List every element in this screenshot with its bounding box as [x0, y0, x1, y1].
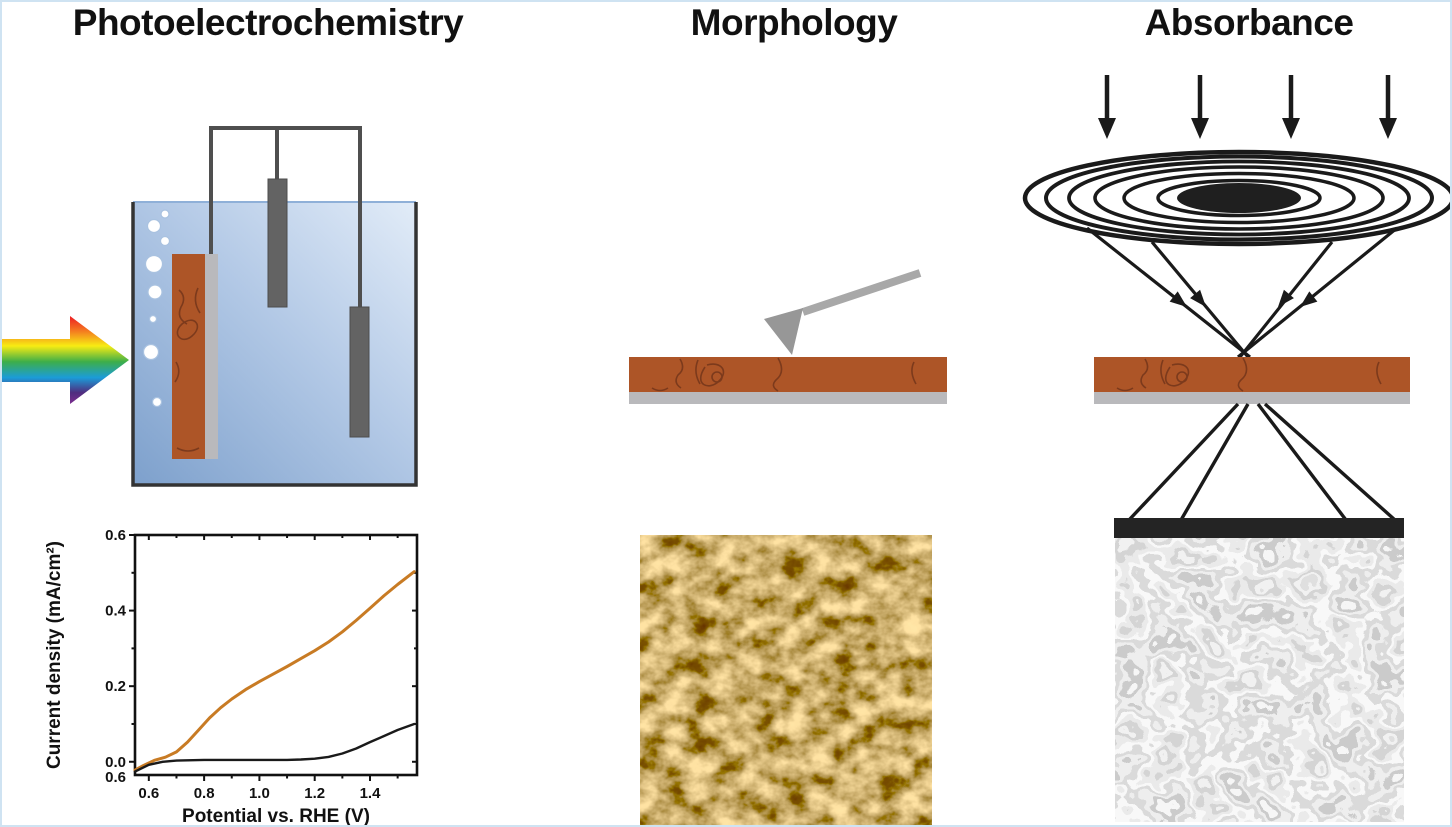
chart-frame: [133, 533, 419, 777]
series-0-curve: [133, 570, 416, 772]
afm-topography-image: [640, 535, 932, 825]
photoelectrode-film: [172, 254, 205, 459]
panel-title-absorbance: Absorbance: [1144, 2, 1354, 43]
afm-cantilever-arm: [801, 269, 922, 316]
y-tick-label: 0.0: [105, 754, 126, 771]
transmission-microscopy-image: [1115, 538, 1404, 822]
afm-tip: [764, 308, 803, 355]
substrate-layer: [1094, 392, 1410, 404]
detector-bar: [1114, 518, 1404, 538]
xray-absorbance-diagram: [1022, 75, 1450, 538]
beaker-walls: [131, 202, 418, 487]
x-tick-label: 1.0: [249, 785, 270, 802]
txm-image-texture: [1115, 538, 1404, 822]
corner-tick-label: 0.6: [105, 769, 126, 786]
afm-measurement-diagram: [629, 269, 947, 404]
current-voltage-chart: 0.6 0.8 1.0 1.2 1.4 0.0 0.2 0.4 0.6 0.6Potential …: [44, 527, 419, 827]
y-tick-label: 0.6: [105, 527, 126, 544]
counter-electrode: [349, 306, 370, 438]
film-grain-lines: [1116, 357, 1382, 392]
x-axis-label: Potential vs. RHE (V): [182, 806, 370, 827]
series-1-curve: [133, 722, 416, 773]
x-tick-label: 0.6: [138, 785, 159, 802]
gas-bubbles: [142, 209, 171, 408]
substrate-layer: [629, 392, 947, 404]
film-layer: [1094, 357, 1410, 392]
x-tick-label: 0.8: [194, 785, 215, 802]
zone-plate-lens-icon: [1022, 149, 1450, 247]
y-axis-label: Current density (mA/cm²): [44, 541, 65, 769]
reference-electrode: [267, 178, 288, 308]
sample-film-cross-section: [1094, 357, 1410, 404]
panel-title-photoelectrochemistry: Photoelectrochemistry: [72, 2, 464, 43]
photoelectrode-grain-lines: [174, 287, 201, 452]
sample-film-cross-section: [629, 357, 947, 404]
incident-beam-arrows: [1098, 75, 1397, 139]
rainbow-light-arrow-icon: [2, 316, 129, 404]
photoelectrode-substrate: [205, 254, 218, 459]
transmitted-rays: [1127, 402, 1397, 522]
x-tick-label: 1.2: [304, 785, 325, 802]
y-tick-label: 0.2: [105, 678, 126, 695]
afm-image-texture: [640, 535, 932, 825]
y-tick-label: 0.4: [105, 603, 127, 620]
panel-title-morphology: Morphology: [690, 2, 898, 43]
focused-rays: [1086, 226, 1399, 359]
zone-plate-center-stop: [1177, 183, 1301, 213]
electrode-wires: [209, 126, 362, 307]
electrochemical-cell-diagram: [2, 126, 418, 487]
film-layer: [629, 357, 947, 392]
ray-arrowheads: [1169, 289, 1318, 307]
film-grain-lines: [651, 357, 917, 392]
x-tick-label: 1.4: [360, 785, 382, 802]
